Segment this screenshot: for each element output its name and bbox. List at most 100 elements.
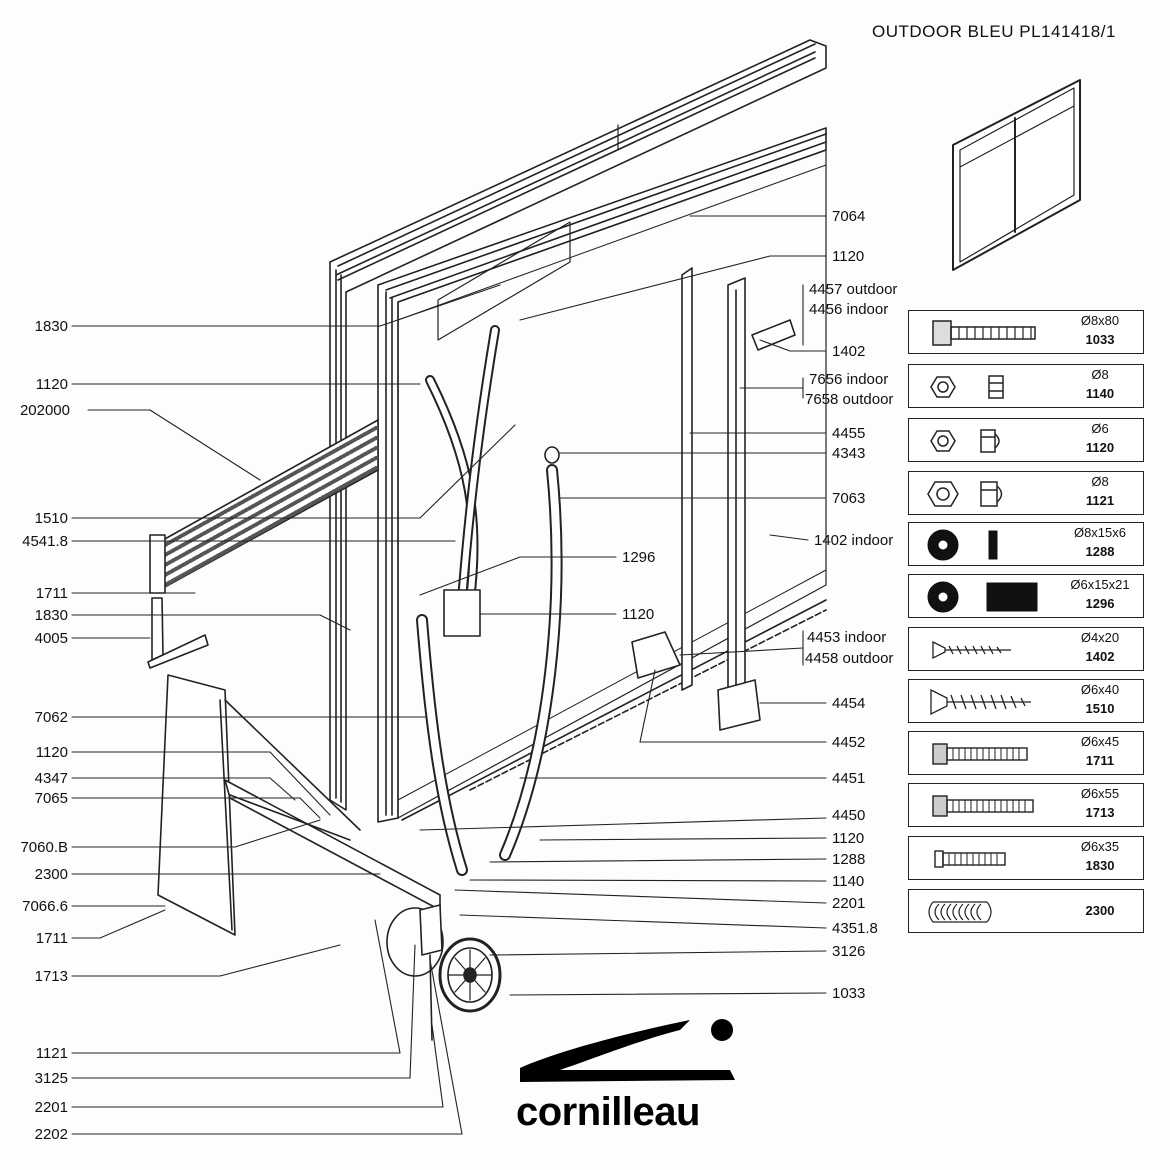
callout-label: 2201 <box>34 1099 68 1116</box>
callout-label: 1120 <box>832 248 865 265</box>
callout-label: 1402 <box>832 343 866 360</box>
hardware-code: 1402 <box>1085 649 1115 664</box>
callout-label: 2202 <box>34 1126 68 1143</box>
hardware-item: Ø8 1121 <box>908 471 1144 515</box>
callout-label: 1713 <box>34 968 68 985</box>
lock-nut-icon <box>927 481 1003 507</box>
hardware-size: Ø8 <box>1091 367 1109 382</box>
callout-label: 1830 <box>34 318 68 335</box>
callout-label: 7062 <box>34 709 68 726</box>
drawing-reference-title: OUTDOOR BLEU PL141418/1 <box>872 22 1116 41</box>
callout-label: 1830 <box>34 607 68 624</box>
callout-label: 4351.8 <box>832 920 878 937</box>
hex-bolt-icon <box>932 795 1034 817</box>
hardware-code: 1830 <box>1085 858 1115 873</box>
callout-label: 1711 <box>35 930 68 947</box>
callout-label: 4454 <box>832 695 866 712</box>
callout-label: 1120 <box>35 376 68 393</box>
hardware-item: Ø8x80 1033 <box>908 310 1144 354</box>
callout-label: 1120 <box>832 830 865 847</box>
callout-label: 3126 <box>832 943 866 960</box>
spring-clip-icon <box>928 901 992 923</box>
callout-label: 7063 <box>832 490 866 507</box>
hardware-item: Ø6 1120 <box>908 418 1144 462</box>
wood-screw-icon <box>932 640 1011 660</box>
wheel-assembly <box>386 904 502 1041</box>
callout-label: 1288 <box>832 851 866 868</box>
hardware-size: Ø6x35 <box>1080 839 1120 854</box>
callout-label: 4347 <box>34 770 68 787</box>
callout-label: 4457 outdoor <box>809 281 898 298</box>
hardware-size: Ø6x15x21 <box>1070 577 1130 592</box>
hardware-code: 1711 <box>1085 753 1115 768</box>
callout-label: 1711 <box>35 585 68 602</box>
hardware-item: Ø6x35 1830 <box>908 836 1144 880</box>
callout-label: 1121 <box>35 1045 68 1062</box>
spacer-icon <box>927 581 1038 613</box>
callout-label: 1033 <box>832 985 866 1002</box>
hex-nut-icon <box>930 375 1004 399</box>
hardware-code: 1288 <box>1085 544 1115 559</box>
hardware-size: Ø4x20 <box>1080 630 1120 645</box>
hardware-code: 1296 <box>1085 596 1115 611</box>
callout-label: 7066.6 <box>22 898 68 915</box>
leg-panel <box>157 674 441 936</box>
callout-label: 4458 outdoor <box>805 650 894 667</box>
hardware-item: Ø6x45 1711 <box>908 731 1144 775</box>
hardware-item: Ø8x15x6 1288 <box>908 522 1144 566</box>
hardware-code: 1120 <box>1085 440 1115 455</box>
callout-label: 1402 indoor <box>814 532 894 549</box>
hex-bolt-icon <box>932 320 1036 346</box>
callout-label: 1510 <box>34 510 68 527</box>
hardware-item: Ø6x40 1510 <box>908 679 1144 723</box>
hardware-item: Ø6x15x21 1296 <box>908 574 1144 618</box>
hex-bolt-icon <box>932 743 1028 765</box>
hardware-size: Ø8 <box>1091 474 1109 489</box>
hardware-item: Ø6x55 1713 <box>908 783 1144 827</box>
callout-label: 1296 <box>622 549 656 566</box>
leader-lines <box>71 215 827 1135</box>
socket-bolt-icon <box>934 850 1006 868</box>
callout-label: 7658 outdoor <box>805 391 894 408</box>
callout-label: 4450 <box>832 807 866 824</box>
callout-label: 1120 <box>35 744 68 761</box>
hardware-size: Ø8x15x6 <box>1073 525 1127 540</box>
vertical-rails <box>631 267 796 731</box>
net-assembly <box>147 419 379 669</box>
table-top-frame <box>329 39 827 823</box>
hardware-size: Ø6x55 <box>1080 786 1120 801</box>
callout-label: 4451 <box>832 770 866 787</box>
hardware-code: 1033 <box>1085 332 1115 347</box>
callout-label: 202000 <box>19 402 70 419</box>
callout-label: 1120 <box>622 606 655 623</box>
hardware-item: 2300 <box>908 889 1144 933</box>
hardware-item: Ø4x20 1402 <box>908 627 1144 671</box>
hardware-code: 1121 <box>1085 493 1115 508</box>
brand-logo-mark <box>520 1019 735 1082</box>
hardware-code: 1140 <box>1085 386 1115 401</box>
tube-legs <box>416 325 563 876</box>
wood-screw-icon <box>930 688 1031 716</box>
callout-label: 4005 <box>34 630 68 647</box>
hardware-code: 1510 <box>1085 701 1115 716</box>
callout-label: 4343 <box>832 445 866 462</box>
callout-label: 4541.8 <box>22 533 68 550</box>
hardware-code: 1713 <box>1085 805 1115 820</box>
hardware-code: 2300 <box>1085 903 1115 918</box>
table-top-preview <box>952 79 1081 271</box>
hardware-item: Ø8 1140 <box>908 364 1144 408</box>
hardware-size: Ø8x80 <box>1080 313 1120 328</box>
callout-label: 7060.B <box>20 839 68 856</box>
callout-label: 7064 <box>832 208 866 225</box>
callout-label: 4456 indoor <box>809 301 889 318</box>
callout-label: 7656 indoor <box>809 371 889 388</box>
callout-label: 2300 <box>34 866 68 883</box>
callout-label: 4453 indoor <box>807 629 887 646</box>
callout-label: 2201 <box>832 895 866 912</box>
brand-name: cornilleau <box>516 1090 700 1134</box>
lock-nut-icon <box>930 429 1000 453</box>
callout-label: 1140 <box>832 873 865 890</box>
callout-label: 4452 <box>832 734 866 751</box>
